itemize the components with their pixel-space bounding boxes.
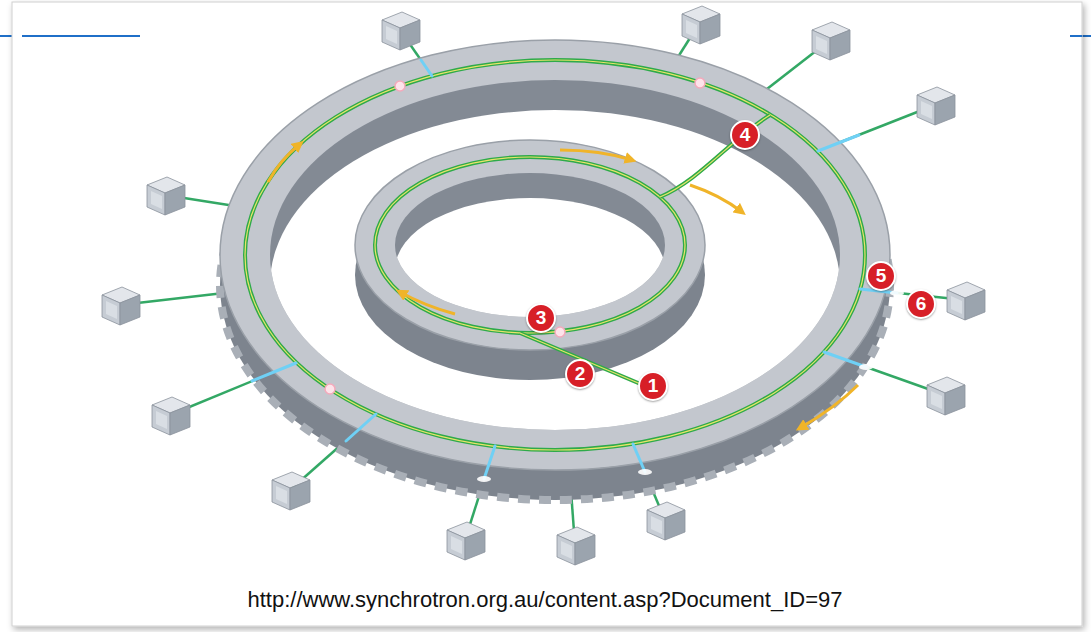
electron-bunch [325, 384, 335, 394]
storage-ring-beam-core [245, 60, 865, 450]
end-station [152, 397, 190, 435]
callout-number: 4 [730, 120, 760, 150]
light-glows [477, 290, 904, 482]
callout-number: 6 [906, 289, 936, 319]
linac-core [520, 333, 650, 388]
callout-number: 5 [866, 261, 896, 291]
callout-number: 3 [526, 303, 556, 333]
slide-rule [1070, 35, 1082, 37]
storage-ring-top [220, 40, 890, 470]
light-beam [421, 60, 432, 76]
end-station [682, 6, 720, 44]
booster-beam-core [375, 157, 685, 333]
direction-arrows [268, 144, 858, 428]
callout-number: 2 [565, 359, 595, 389]
end-station [102, 287, 140, 325]
light-beam [818, 135, 859, 151]
source-caption: http://www.synchrotron.org.au/content.as… [245, 587, 846, 613]
end-station [917, 87, 955, 125]
light-beam [824, 352, 866, 367]
booster-floor [395, 198, 665, 342]
light-beams [252, 60, 897, 479]
electron-bunch [395, 81, 405, 91]
direction-arrow [268, 144, 300, 182]
light-beam [346, 414, 376, 441]
booster-beam [375, 157, 685, 333]
direction-arrow [690, 185, 742, 212]
direction-arrow [800, 385, 858, 428]
slide-rule [22, 35, 140, 37]
callout-number: 1 [638, 371, 668, 401]
linac [520, 333, 650, 388]
ring-floor [270, 110, 840, 460]
end-station [147, 177, 185, 215]
storage-ring-beam [245, 60, 865, 450]
direction-arrow [400, 292, 455, 314]
electron-bunch [695, 78, 705, 88]
light-beam [484, 446, 495, 479]
light-beam [633, 444, 645, 472]
electron-bunches [325, 78, 705, 394]
beamlines [120, 22, 965, 545]
transfer-line [660, 115, 770, 197]
booster-ring-top [355, 140, 705, 350]
light-glow [638, 469, 652, 475]
end-station [382, 12, 420, 50]
end-station [272, 472, 310, 510]
electron-bunch [555, 327, 565, 337]
light-glow [477, 476, 491, 482]
end-stations [102, 6, 985, 565]
direction-arrow [560, 150, 632, 160]
end-station [947, 282, 985, 320]
light-glow [890, 290, 904, 296]
end-station [647, 502, 685, 540]
light-beam [252, 363, 296, 381]
end-station [812, 22, 850, 60]
end-station [927, 377, 965, 415]
picture-frame [12, 2, 1082, 626]
transfer-line-core [660, 115, 770, 197]
end-station [447, 522, 485, 560]
light-glow [859, 364, 873, 370]
end-station [557, 527, 595, 565]
